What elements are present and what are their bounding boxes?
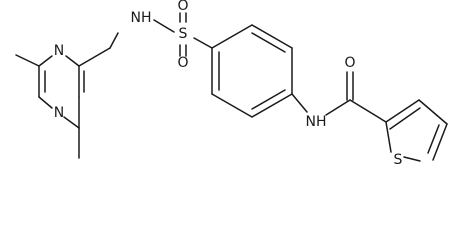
atom-label-n-pyrimidine-bottom: N <box>54 105 64 121</box>
sulfonyl-oxygen-bonds <box>179 12 187 57</box>
chemical-structure-diagram: N N NH S O O NH O S <box>15 0 448 168</box>
thiophene-ring <box>385 99 448 162</box>
atom-label-sulfonyl-o-bottom: O <box>177 55 188 71</box>
atom-label-amide-nh: NH <box>306 114 327 130</box>
nh-carbonyl-bond <box>325 99 351 116</box>
sulfonamide-linkage <box>78 32 119 67</box>
carbonyl-bond <box>346 71 354 101</box>
nh-s-bond <box>153 19 175 33</box>
atom-label-thiophene-s: S <box>394 152 403 168</box>
benzene-ring <box>211 24 293 118</box>
atom-label-carbonyl-o: O <box>344 55 355 71</box>
carbonyl-thiophene-bond <box>349 99 387 123</box>
atom-label-sulfonyl-o-top: O <box>177 0 188 14</box>
pyrimidine-ring <box>38 55 85 129</box>
methyl-bonds <box>15 54 80 159</box>
s-benzene-bond <box>193 37 213 49</box>
atom-label-sulfonyl-s: S <box>179 26 188 42</box>
atom-label-n-pyrimidine-top: N <box>54 43 64 59</box>
methyl-top-bond <box>15 54 40 67</box>
atom-label-sulfonamide-nh: NH <box>131 10 152 26</box>
benzene-nh-bond <box>291 93 308 113</box>
